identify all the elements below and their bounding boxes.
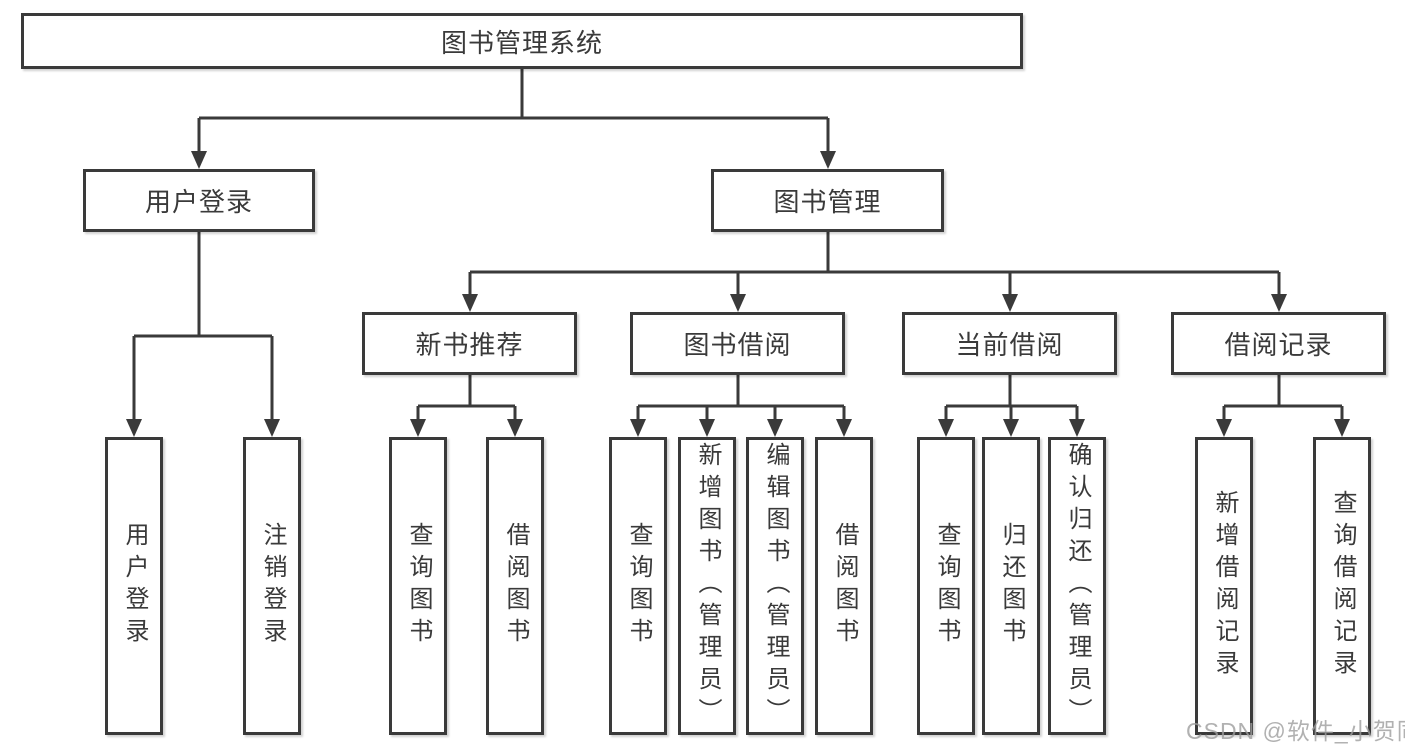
node-label: 图书管理系统 bbox=[440, 27, 603, 58]
leaf-label: 查询图书 bbox=[933, 522, 960, 650]
leaf-label: 新增借阅记录 bbox=[1211, 490, 1238, 682]
node-label: 图书借阅 bbox=[683, 330, 792, 360]
leaf-label: 查询图书 bbox=[405, 522, 432, 650]
leaf-confirm-return-admin: 确认归还（管理员） bbox=[1048, 437, 1106, 735]
leaf-label: 注销登录 bbox=[259, 522, 286, 650]
leaf-query-books: 查询图书 bbox=[917, 437, 975, 735]
leaf-label: 编辑图书（管理员） bbox=[762, 442, 789, 730]
leaf-label: 归还图书 bbox=[998, 522, 1025, 650]
leaf-label: 确认归还（管理员） bbox=[1064, 442, 1091, 730]
node-book-management-group: 图书管理 bbox=[711, 169, 944, 232]
leaf-label: 新增图书（管理员） bbox=[694, 442, 721, 730]
leaf-return-books: 归还图书 bbox=[982, 437, 1040, 735]
node-current-borrowing: 当前借阅 bbox=[902, 312, 1117, 375]
leaf-logout: 注销登录 bbox=[243, 437, 301, 735]
leaf-label: 借阅图书 bbox=[502, 522, 529, 650]
leaf-label: 借阅图书 bbox=[831, 522, 858, 650]
node-label: 借阅记录 bbox=[1224, 330, 1333, 360]
leaf-user-login: 用户登录 bbox=[105, 437, 163, 735]
node-book-borrowing: 图书借阅 bbox=[630, 312, 845, 375]
leaf-query-borrow-record: 查询借阅记录 bbox=[1313, 437, 1371, 735]
node-user-login-group: 用户登录 bbox=[83, 169, 315, 232]
leaf-label: 查询借阅记录 bbox=[1329, 490, 1356, 682]
leaf-label: 用户登录 bbox=[121, 522, 148, 650]
node-label: 图书管理 bbox=[773, 187, 882, 217]
leaf-add-borrow-record: 新增借阅记录 bbox=[1195, 437, 1253, 735]
leaf-query-books: 查询图书 bbox=[609, 437, 667, 735]
leaf-borrow-books: 借阅图书 bbox=[815, 437, 873, 735]
leaf-query-books: 查询图书 bbox=[389, 437, 447, 735]
leaf-edit-book-admin: 编辑图书（管理员） bbox=[746, 437, 804, 735]
leaf-label: 查询图书 bbox=[625, 522, 652, 650]
leaf-add-book-admin: 新增图书（管理员） bbox=[678, 437, 736, 735]
node-new-book-recommend: 新书推荐 bbox=[362, 312, 577, 375]
node-label: 用户登录 bbox=[144, 187, 253, 217]
node-label: 当前借阅 bbox=[955, 330, 1064, 360]
node-label: 新书推荐 bbox=[415, 330, 524, 360]
node-library-management-system: 图书管理系统 bbox=[21, 13, 1023, 69]
leaf-borrow-books: 借阅图书 bbox=[486, 437, 544, 735]
csdn-watermark: CSDN @软件_小贺同学 bbox=[1186, 718, 1405, 744]
node-borrowing-records: 借阅记录 bbox=[1171, 312, 1386, 375]
